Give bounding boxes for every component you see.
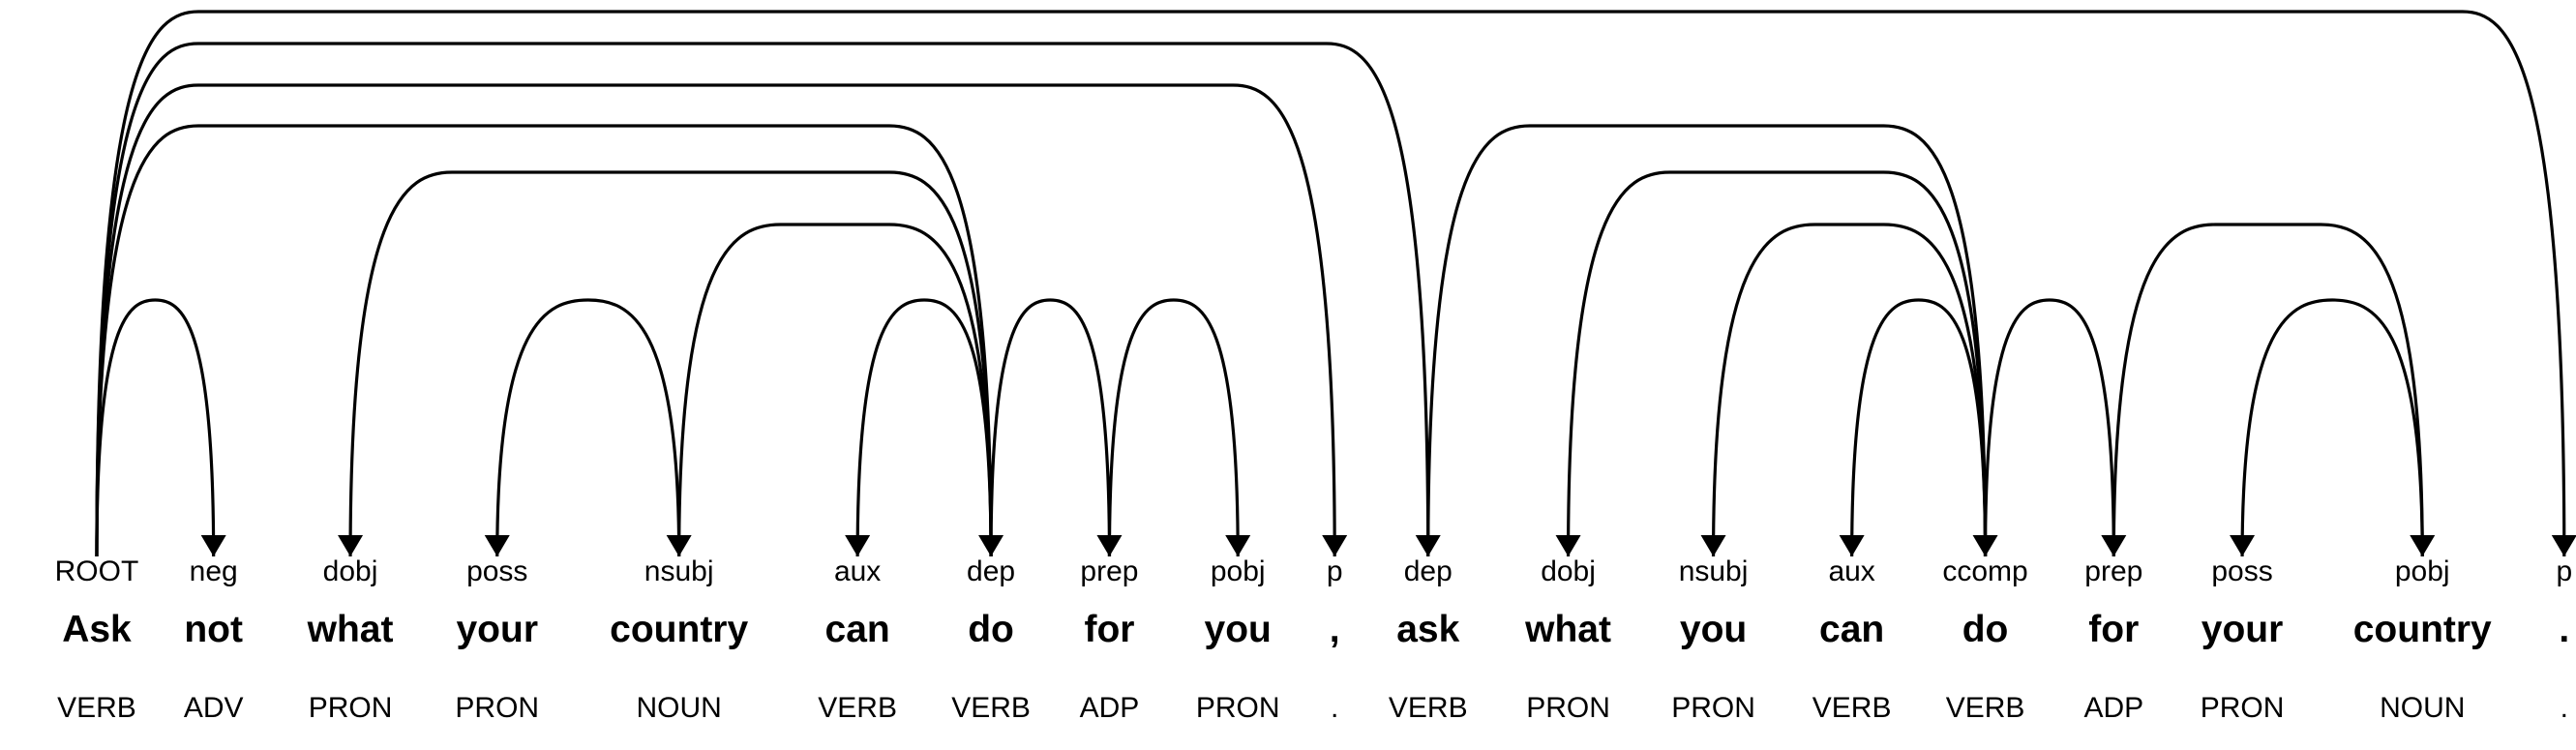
dep-label-16: poss bbox=[2211, 555, 2272, 587]
dependency-arc-p bbox=[95, 83, 1336, 557]
arrowhead-p bbox=[2551, 535, 2576, 556]
dependency-arc-dep bbox=[95, 42, 1430, 557]
token-word-0: Ask bbox=[62, 609, 132, 650]
token-word-8: you bbox=[1205, 609, 1272, 650]
arrowhead-dobj bbox=[1555, 535, 1581, 556]
token-word-1: not bbox=[184, 609, 243, 650]
token-pos-13: VERB bbox=[1812, 692, 1892, 724]
dependency-arc-prep bbox=[989, 298, 1112, 557]
dependency-arc-dep bbox=[95, 124, 993, 557]
arrowhead-poss bbox=[2230, 535, 2256, 556]
token-pos-15: ADP bbox=[2083, 692, 2143, 724]
dependency-arc-aux bbox=[855, 298, 993, 557]
arrowhead-p bbox=[1322, 535, 1348, 556]
arrowhead-pobj bbox=[1225, 535, 1251, 556]
token-word-3: your bbox=[456, 609, 538, 650]
arrowhead-dobj bbox=[338, 535, 364, 556]
token-pos-4: NOUN bbox=[636, 692, 721, 724]
token-word-9: , bbox=[1330, 609, 1340, 650]
token-word-12: you bbox=[1680, 609, 1747, 650]
token-word-17: country bbox=[2353, 609, 2492, 650]
dep-label-13: aux bbox=[1828, 555, 1874, 587]
token-word-2: what bbox=[307, 609, 394, 650]
arcs-layer bbox=[95, 10, 2576, 557]
token-pos-8: PRON bbox=[1196, 692, 1280, 724]
arrowhead-neg bbox=[200, 535, 226, 556]
arrowhead-aux bbox=[845, 535, 871, 556]
token-pos-6: VERB bbox=[951, 692, 1031, 724]
token-pos-7: ADP bbox=[1080, 692, 1140, 724]
token-word-18: . bbox=[2559, 609, 2569, 650]
dependency-arc-prep bbox=[1983, 298, 2115, 557]
token-word-10: ask bbox=[1396, 609, 1459, 650]
arrowhead-nsubj bbox=[1700, 535, 1726, 556]
dep-label-7: prep bbox=[1080, 555, 1138, 587]
dep-label-9: p bbox=[1327, 555, 1343, 587]
token-pos-1: ADV bbox=[184, 692, 244, 724]
token-word-5: can bbox=[825, 609, 890, 650]
dependency-arc-aux bbox=[1850, 298, 1988, 557]
arrowhead-aux bbox=[1839, 535, 1865, 556]
token-pos-16: PRON bbox=[2201, 692, 2285, 724]
dep-label-0: ROOT bbox=[55, 555, 139, 587]
dep-label-1: neg bbox=[190, 555, 238, 587]
dep-label-17: pobj bbox=[2395, 555, 2450, 587]
dep-label-10: dep bbox=[1404, 555, 1453, 587]
dep-label-5: aux bbox=[834, 555, 881, 587]
dependency-arc-nsubj bbox=[677, 223, 993, 557]
token-word-4: country bbox=[610, 609, 748, 650]
token-pos-0: VERB bbox=[57, 692, 136, 724]
token-word-7: for bbox=[1084, 609, 1134, 650]
arrowhead-nsubj bbox=[666, 535, 692, 556]
dep-label-11: dobj bbox=[1541, 555, 1596, 587]
dependency-arc-dobj bbox=[1566, 170, 1988, 557]
dep-label-15: prep bbox=[2084, 555, 2142, 587]
token-pos-12: PRON bbox=[1671, 692, 1755, 724]
dep-label-6: dep bbox=[967, 555, 1015, 587]
dep-label-12: nsubj bbox=[1679, 555, 1749, 587]
token-word-14: do bbox=[1962, 609, 2009, 650]
dependency-arc-p bbox=[95, 10, 2566, 557]
dep-label-14: ccomp bbox=[1942, 555, 2027, 587]
dependency-arc-ccomp bbox=[1426, 124, 1988, 557]
token-pos-9: . bbox=[1331, 692, 1338, 724]
token-pos-5: VERB bbox=[818, 692, 897, 724]
token-word-15: for bbox=[2088, 609, 2139, 650]
dep-label-4: nsubj bbox=[644, 555, 714, 587]
dependency-arc-dobj bbox=[348, 170, 993, 557]
token-word-6: do bbox=[968, 609, 1014, 650]
dependency-arc-neg bbox=[95, 298, 216, 557]
token-pos-14: VERB bbox=[1946, 692, 2025, 724]
dep-label-8: pobj bbox=[1211, 555, 1266, 587]
token-word-13: can bbox=[1819, 609, 1884, 650]
dep-label-2: dobj bbox=[323, 555, 378, 587]
token-pos-2: PRON bbox=[309, 692, 393, 724]
dependency-arc-pobj bbox=[2112, 223, 2424, 557]
dependency-arc-poss bbox=[2240, 298, 2424, 557]
dep-label-18: p bbox=[2556, 555, 2572, 587]
token-word-16: your bbox=[2202, 609, 2284, 650]
token-pos-11: PRON bbox=[1526, 692, 1610, 724]
arrowhead-pobj bbox=[2410, 535, 2436, 556]
dep-label-3: poss bbox=[466, 555, 527, 587]
token-word-11: what bbox=[1524, 609, 1611, 650]
dependency-arc-nsubj bbox=[1711, 223, 1988, 557]
dependency-arc-pobj bbox=[1107, 298, 1240, 557]
dependency-arc-poss bbox=[495, 298, 681, 557]
token-pos-18: . bbox=[2561, 692, 2568, 724]
token-pos-10: VERB bbox=[1389, 692, 1468, 724]
token-pos-3: PRON bbox=[455, 692, 539, 724]
arrowhead-poss bbox=[484, 535, 510, 556]
token-pos-17: NOUN bbox=[2380, 692, 2465, 724]
